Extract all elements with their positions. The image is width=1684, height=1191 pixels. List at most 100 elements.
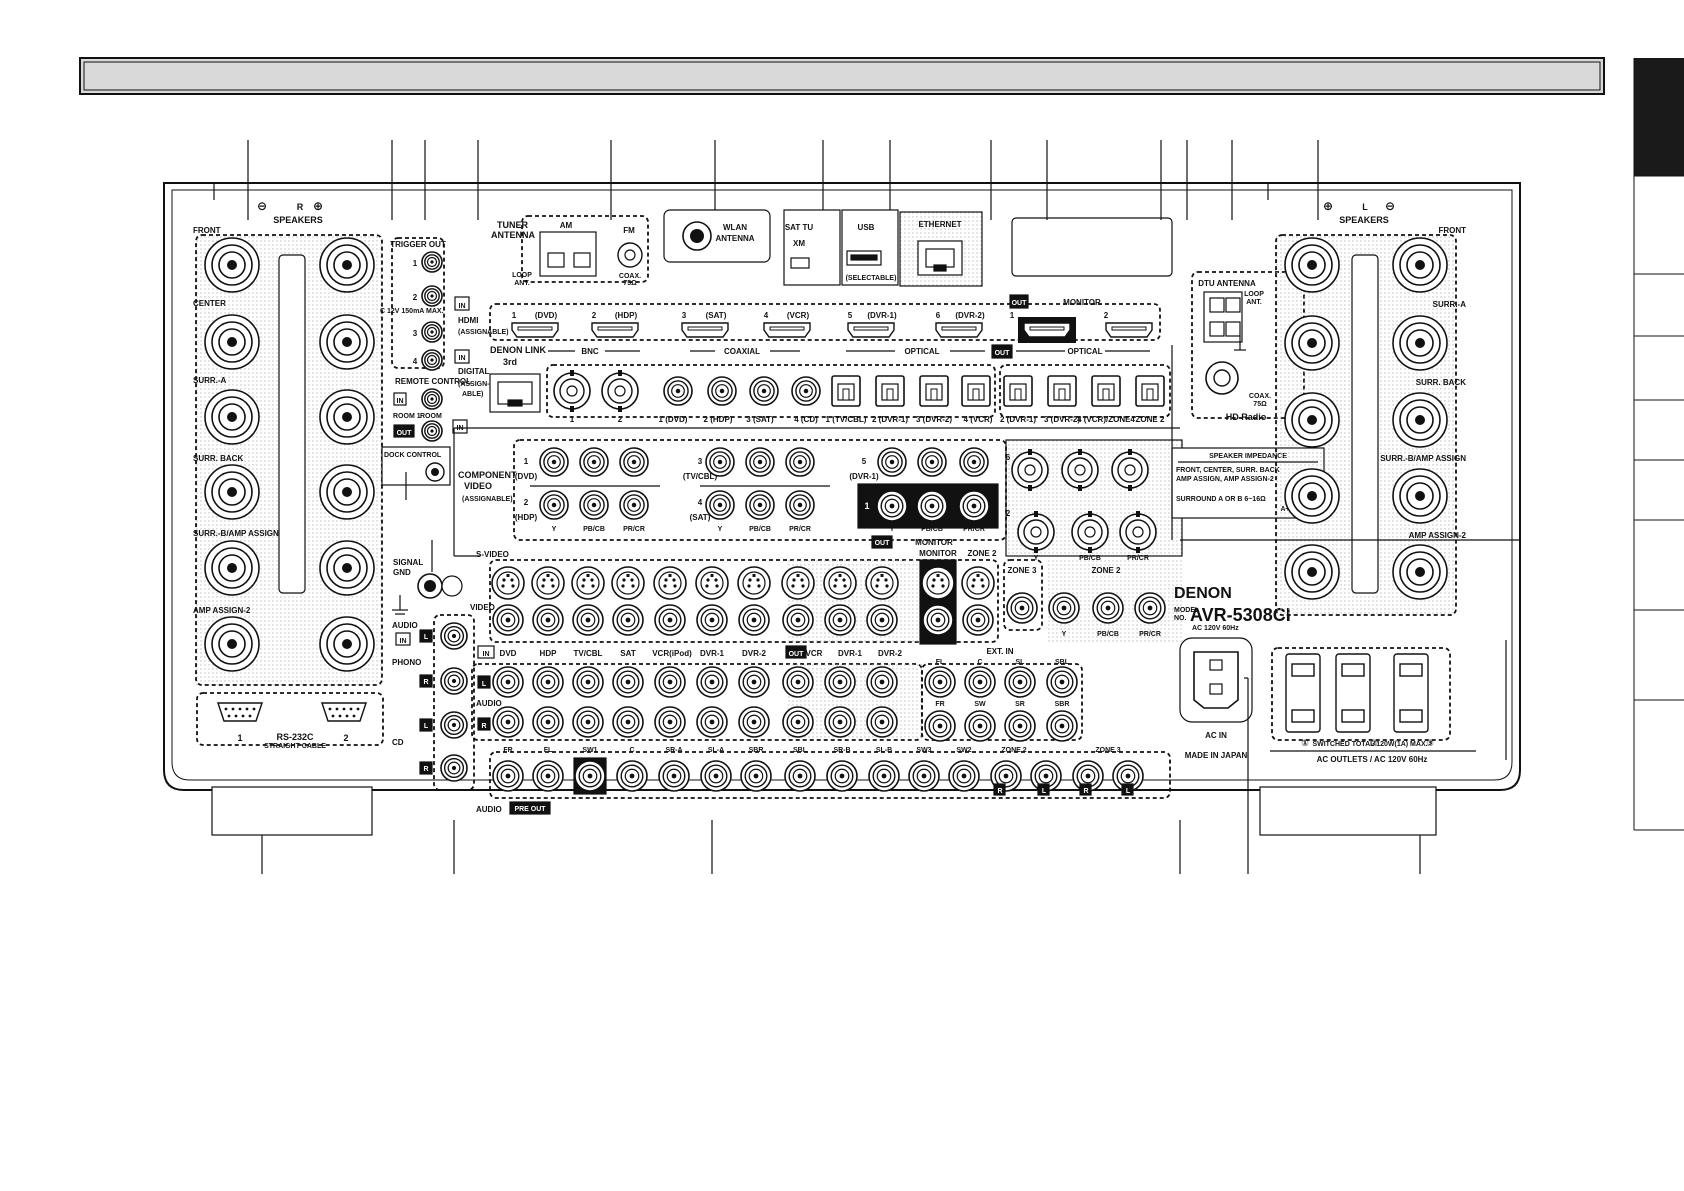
svideo-pin bbox=[875, 584, 879, 588]
comp-num: 6 bbox=[1006, 453, 1011, 462]
ypbpr-label: PR/CR bbox=[623, 526, 645, 533]
zone3-video-jack bbox=[1006, 592, 1038, 624]
video-out-box bbox=[785, 645, 807, 659]
audio-r-jack bbox=[782, 706, 814, 738]
terminal-hole bbox=[227, 260, 237, 270]
hdmi-input-name: (DVR-2) bbox=[955, 311, 985, 320]
label-surr-a: SURR.-A bbox=[193, 376, 227, 385]
terminal-hole bbox=[1415, 338, 1425, 348]
pre-out-label: FR bbox=[503, 747, 512, 754]
jack-pin bbox=[631, 502, 637, 508]
jack-pin bbox=[879, 617, 885, 623]
digital-title: DIGITAL bbox=[458, 367, 490, 376]
component-jack bbox=[745, 447, 775, 477]
svideo-jack bbox=[865, 566, 899, 600]
pre-out-label: FL bbox=[544, 747, 553, 754]
channel-label: R bbox=[423, 766, 428, 773]
jack-pin bbox=[937, 679, 943, 685]
jack-pin bbox=[751, 719, 757, 725]
component-jack bbox=[877, 447, 907, 477]
remote-out-jack bbox=[421, 420, 443, 442]
svideo-monitor: MONITOR bbox=[919, 549, 957, 558]
pre-out-label: SR-B bbox=[833, 747, 850, 754]
ethernet-socket bbox=[925, 248, 955, 268]
svideo-inner bbox=[926, 571, 950, 595]
rs232-pin bbox=[231, 707, 235, 711]
bnc-inner bbox=[1084, 526, 1096, 538]
jack-pin bbox=[1147, 605, 1153, 611]
speaker-post-right bbox=[1392, 468, 1448, 524]
audio-r-jack bbox=[738, 706, 770, 738]
monitor-out-jack bbox=[876, 490, 908, 522]
audio-r-jack bbox=[866, 706, 898, 738]
rs232-pin bbox=[248, 714, 252, 718]
component-2-bnc bbox=[1119, 511, 1157, 553]
tuner-group bbox=[521, 215, 649, 283]
component-jack bbox=[539, 447, 569, 477]
pre-out-jack bbox=[532, 760, 564, 792]
jack-pin bbox=[430, 330, 434, 334]
signal-label: SIGNAL bbox=[393, 558, 423, 567]
jack-pin bbox=[751, 679, 757, 685]
digital-input-label: 1 bbox=[570, 415, 575, 424]
svideo-pin bbox=[621, 584, 625, 588]
svideo-key bbox=[626, 574, 630, 577]
jack-pin bbox=[671, 773, 677, 779]
svideo-inner bbox=[742, 571, 766, 595]
terminal-hole bbox=[342, 412, 352, 422]
zone2-svideo bbox=[961, 566, 995, 600]
outlet-slot bbox=[1291, 709, 1315, 723]
svideo-pin bbox=[501, 584, 505, 588]
pre-out-jack bbox=[826, 760, 858, 792]
loop-label: LOOP bbox=[512, 272, 532, 279]
hdmi-title: HDMI bbox=[458, 316, 478, 325]
hdmi-input-name: (SAT) bbox=[706, 311, 727, 320]
remote-room: ROOM bbox=[420, 413, 442, 420]
audio-title: AUDIO bbox=[392, 621, 418, 630]
svideo-pin bbox=[706, 578, 710, 582]
rs232-pin bbox=[252, 707, 256, 711]
svideo-pin bbox=[981, 584, 985, 588]
label-surr-b-amp: SURR.-B/AMP ASSIGN bbox=[193, 529, 279, 538]
digital-input-label: 4 (CD) bbox=[794, 415, 818, 424]
hdmi-input-name: (DVD) bbox=[535, 311, 558, 320]
jack-pin bbox=[709, 617, 715, 623]
dtu-title: DTU ANTENNA bbox=[1198, 279, 1256, 288]
svideo-pin bbox=[843, 584, 847, 588]
svideo-jack bbox=[653, 566, 687, 600]
sat-label: SAT TU bbox=[785, 223, 814, 232]
svideo-jack bbox=[611, 566, 645, 600]
ethernet-label: ETHERNET bbox=[918, 220, 961, 229]
jack-pin bbox=[667, 719, 673, 725]
audio-rca-jack bbox=[440, 754, 468, 782]
video-input-label: DVR-1 bbox=[700, 649, 725, 658]
terminal-hole bbox=[227, 563, 237, 573]
am-terminal bbox=[573, 252, 591, 268]
jack-pin bbox=[1125, 773, 1131, 779]
optical-out-jack bbox=[1003, 375, 1033, 407]
gnd-screw bbox=[424, 580, 436, 592]
svideo-zone2: ZONE 2 bbox=[968, 549, 997, 558]
component-jack bbox=[745, 490, 775, 520]
bnc-inner bbox=[1124, 464, 1136, 476]
speakers-title-left: SPEAKERS bbox=[273, 215, 323, 225]
terminal-hole bbox=[342, 563, 352, 573]
hdmi-input-port bbox=[935, 322, 983, 338]
svideo-inner bbox=[658, 571, 682, 595]
video-jack bbox=[492, 604, 524, 636]
hdmi-num: 2 bbox=[592, 311, 597, 320]
ext-in-jack bbox=[924, 666, 956, 698]
jack-pin bbox=[505, 679, 511, 685]
optical-out-jack bbox=[1047, 375, 1077, 407]
bnc-jack-1 bbox=[553, 370, 591, 412]
bnc-lug bbox=[570, 406, 574, 412]
trigger-out-group bbox=[391, 237, 445, 369]
jack-pin bbox=[1003, 773, 1009, 779]
speaker-post-left bbox=[204, 237, 260, 293]
video-jack bbox=[824, 604, 856, 636]
jack-pin bbox=[430, 397, 434, 401]
svideo-pin bbox=[885, 584, 889, 588]
jack-pin bbox=[889, 503, 895, 509]
video-jack bbox=[612, 604, 644, 636]
coaxial-jack bbox=[663, 376, 693, 406]
